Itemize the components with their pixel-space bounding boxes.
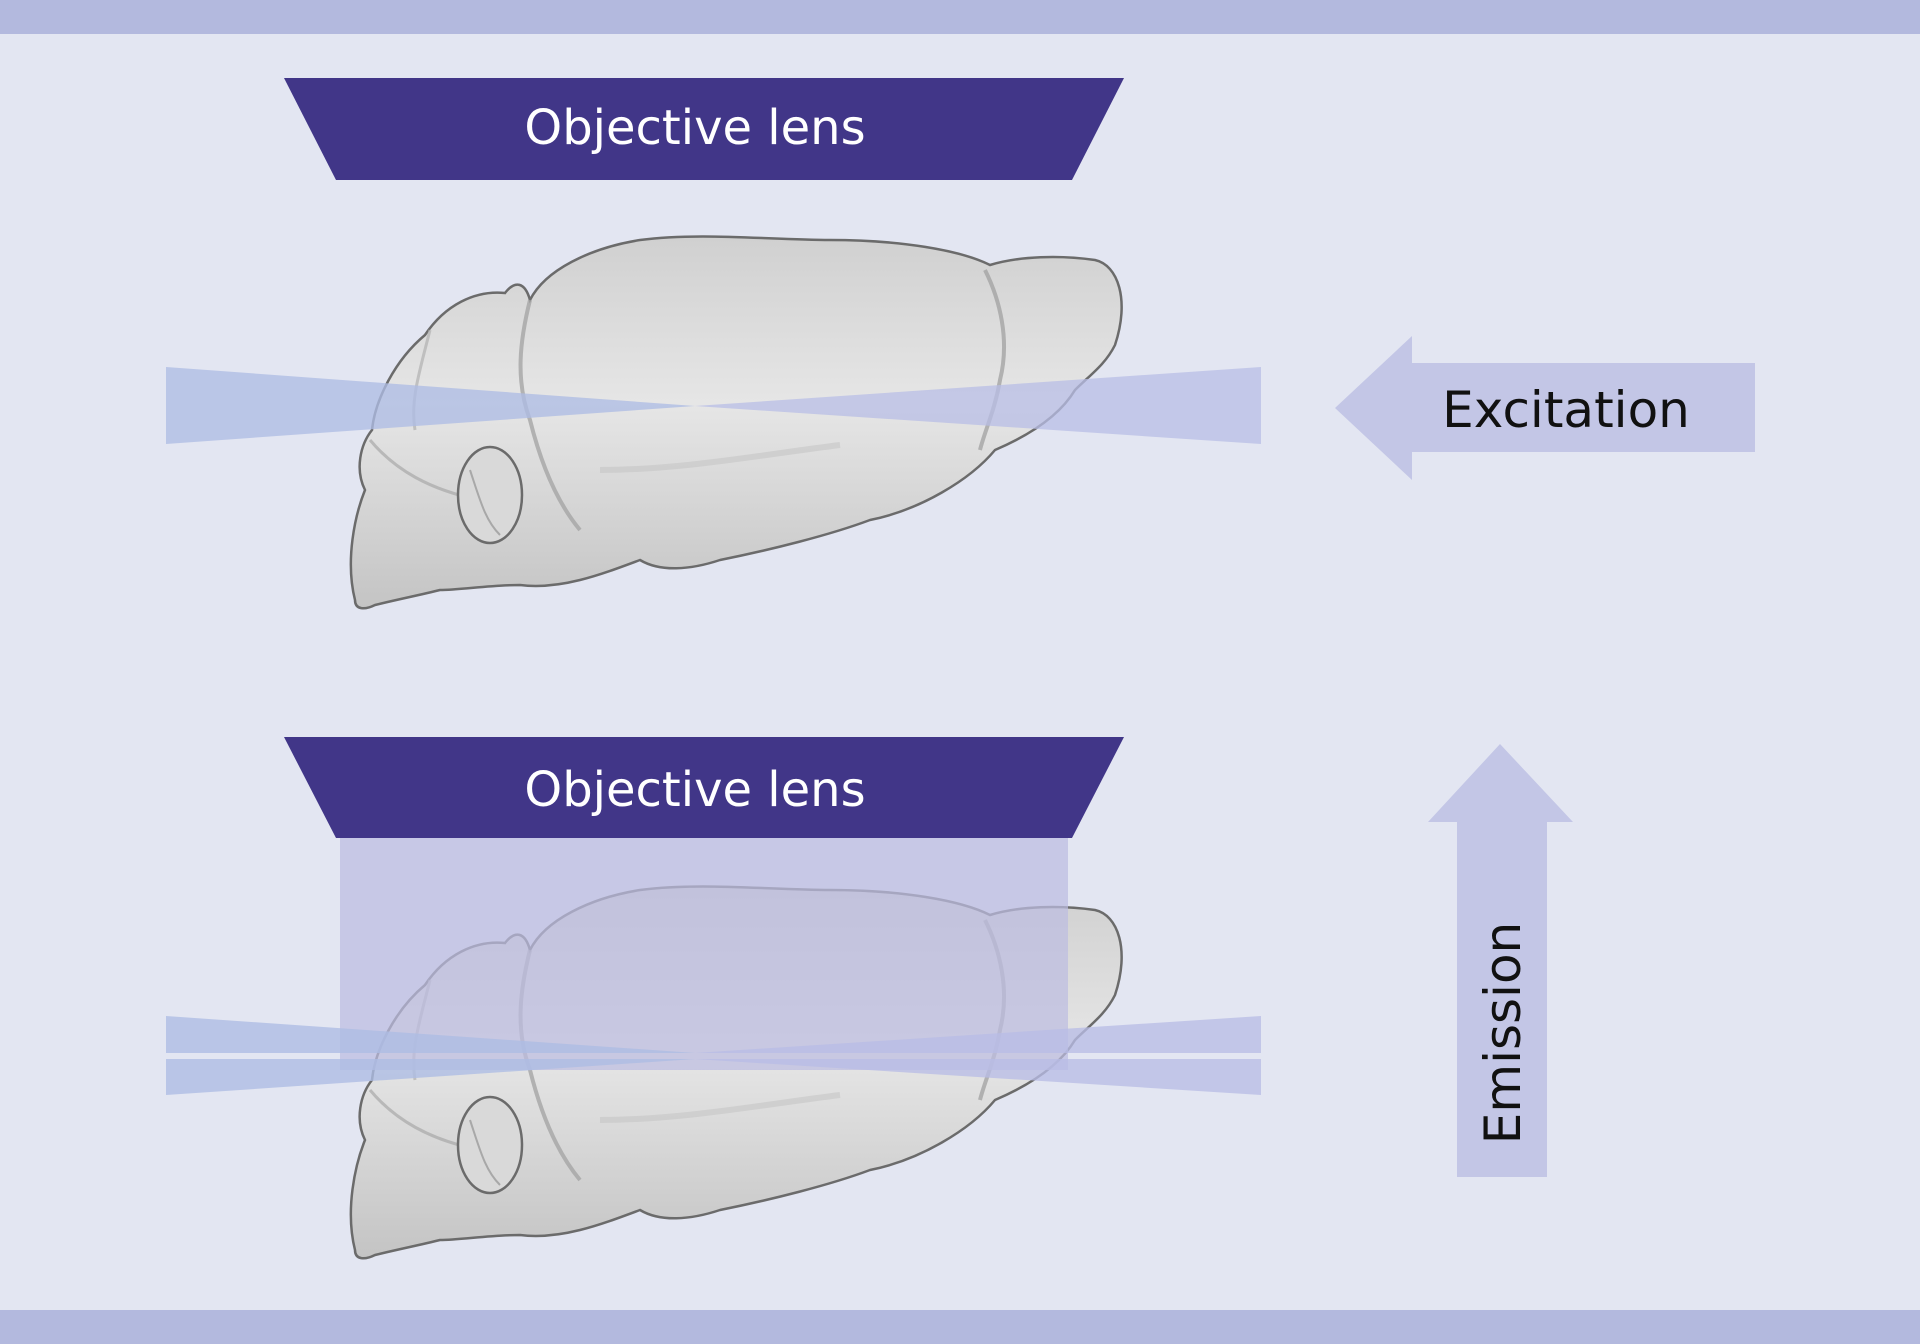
bottom-band — [0, 1310, 1920, 1344]
top-band — [0, 0, 1920, 34]
light-sheet-right — [695, 367, 1261, 444]
light-sheet-upper-left — [166, 1016, 695, 1053]
light-sheet-lower-right — [695, 1059, 1261, 1095]
objective-lens — [284, 78, 1124, 180]
objective-lens-label: Objective lens — [524, 762, 865, 818]
arrow-up-icon — [1428, 744, 1573, 1177]
light-sheet-upper-right — [695, 1016, 1261, 1053]
arrow-left-icon — [1335, 336, 1755, 480]
excitation-label: Excitation — [1442, 381, 1690, 439]
objective-lens — [284, 737, 1124, 838]
panel-bottom: Objective lens Emission — [166, 737, 1573, 1258]
emission-label: Emission — [1474, 922, 1532, 1144]
light-sheet-lower-left — [166, 1059, 695, 1095]
light-sheet-left — [166, 367, 695, 444]
emission-column — [340, 838, 1068, 1070]
panel-top: Objective lens Excitation — [166, 78, 1755, 608]
objective-lens-label: Objective lens — [524, 100, 865, 156]
